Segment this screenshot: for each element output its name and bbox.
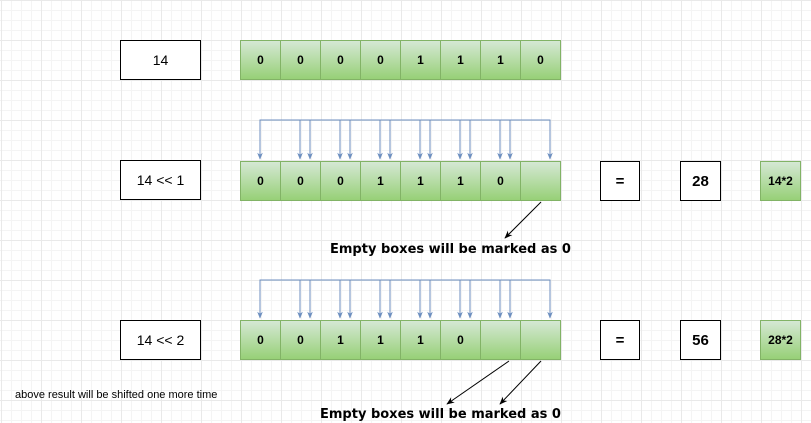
shift-arrow [337, 119, 393, 160]
row2-bit: 1 [441, 162, 481, 201]
row2-bit: 0 [281, 162, 321, 201]
row3-formula-box: 28*2 [760, 320, 801, 360]
shift-arrow [257, 279, 313, 319]
shift-arrow [457, 279, 513, 319]
empty-boxes-note-2: Empty boxes will be marked as 0 [320, 407, 561, 422]
row3-result-box: 56 [680, 320, 721, 360]
row1-bit: 0 [521, 41, 561, 80]
row3-bit-array: 0 0 1 1 1 0 [240, 320, 561, 360]
shift-arrow [377, 279, 433, 319]
row2-bit: 0 [321, 162, 361, 201]
row2-formula-box: 14*2 [760, 161, 801, 201]
row3-bit: 0 [441, 321, 481, 360]
row3-bit: 1 [321, 321, 361, 360]
shift-arrow [297, 279, 353, 319]
row3-equals-box: = [600, 320, 640, 360]
shift-arrow [337, 279, 393, 319]
row2-bit-empty [521, 162, 561, 201]
row3-bit: 0 [281, 321, 321, 360]
row1-bit: 1 [481, 41, 521, 80]
row1-bit: 0 [321, 41, 361, 80]
row3-bit: 1 [401, 321, 441, 360]
row3-bit-empty [481, 321, 521, 360]
shift-arrow [457, 119, 513, 160]
row2-bit: 1 [361, 162, 401, 201]
row2-expression-box: 14 << 1 [120, 160, 201, 200]
row3-expression-box: 14 << 2 [120, 320, 201, 360]
shift-arrow [417, 279, 473, 319]
row2-equals-box: = [600, 161, 640, 201]
shift-arrow [497, 119, 553, 160]
row3-bit: 0 [241, 321, 281, 360]
row2-bit-array: 0 0 0 1 1 1 0 [240, 161, 561, 201]
row2-bit: 1 [401, 162, 441, 201]
shift-arrow [417, 119, 473, 160]
shift-arrow [297, 119, 353, 160]
empty-box-pointers [446, 201, 542, 405]
row1-bit-array: 0 0 0 0 1 1 1 0 [240, 40, 561, 80]
row3-bit: 1 [361, 321, 401, 360]
row2-bit: 0 [241, 162, 281, 201]
row2-shift-arrows [257, 119, 553, 160]
shift-arrow [257, 119, 313, 160]
row1-bit: 0 [281, 41, 321, 80]
row1-bit: 1 [441, 41, 481, 80]
row2-bit: 0 [481, 162, 521, 201]
row1-bit: 0 [241, 41, 281, 80]
shift-arrow [377, 119, 433, 160]
row1-bit: 0 [361, 41, 401, 80]
empty-boxes-note-1: Empty boxes will be marked as 0 [330, 242, 571, 257]
row2-result-box: 28 [680, 161, 721, 201]
row1-bit: 1 [401, 41, 441, 80]
shift-arrow [497, 279, 553, 319]
row3-bit-empty [521, 321, 561, 360]
row3-shift-arrows [257, 279, 553, 319]
shift-again-note: above result will be shifted one more ti… [15, 389, 218, 401]
row1-value-box: 14 [120, 40, 201, 80]
